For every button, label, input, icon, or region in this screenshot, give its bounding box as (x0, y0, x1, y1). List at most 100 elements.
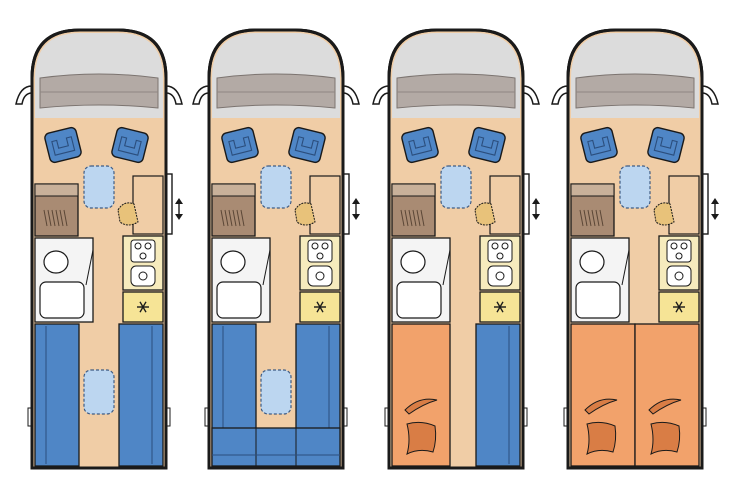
seat-icon (580, 126, 618, 164)
entry-cabinet (489, 175, 521, 235)
pillow-icon (586, 421, 617, 455)
seat-cushion (468, 126, 506, 164)
hanger-line (63, 209, 68, 227)
mirror-icon (522, 85, 540, 105)
step-arrow-down (711, 214, 719, 220)
dashboard (216, 73, 336, 109)
washroom-door (85, 249, 94, 286)
hanger-line (232, 209, 237, 227)
bench-right (118, 323, 164, 467)
washroom-door (262, 249, 271, 286)
seat-cushion (647, 126, 685, 164)
step-arrow-down (532, 214, 540, 220)
pillow-icon (650, 421, 681, 455)
seat-icon (44, 126, 82, 164)
fridge-snowflake (316, 301, 324, 313)
entry-cabinet (309, 175, 341, 235)
seat-detail (294, 136, 319, 156)
hanger-line (59, 209, 64, 227)
seat-cushion (580, 126, 618, 164)
burner (134, 242, 142, 250)
step-arrow-down (175, 214, 183, 220)
seat-cushion (111, 126, 149, 164)
vehicle-outline (30, 28, 168, 470)
burner (501, 242, 509, 250)
blanket-fold (648, 398, 682, 415)
seat-icon (401, 126, 439, 164)
layout-3 (372, 28, 540, 470)
burner (311, 242, 319, 250)
seat-cushion (44, 126, 82, 164)
seat-detail (587, 136, 612, 156)
sink-icon (487, 265, 513, 287)
toilet-icon (220, 250, 246, 274)
hanger-line (579, 209, 584, 227)
hanger-line (420, 209, 425, 227)
fridge-snowflake (496, 301, 504, 313)
fridge-icon (479, 291, 521, 323)
fridge-snowflake (139, 301, 147, 313)
stove-icon (666, 239, 692, 263)
burner (680, 242, 688, 250)
blanket-fold (584, 398, 618, 415)
wardrobe-top (34, 183, 79, 197)
seat-detail (51, 136, 76, 156)
sink-icon (666, 265, 692, 287)
mirror-icon (342, 85, 360, 105)
sink-icon (130, 265, 156, 287)
layout-2 (192, 28, 360, 470)
stove-icon (130, 239, 156, 263)
hanger-line (220, 209, 225, 227)
mirror-icon (165, 85, 183, 105)
vehicle-outline (387, 28, 525, 470)
seat-cushion (288, 126, 326, 164)
seat-detail (408, 136, 433, 156)
vehicle-outline (566, 28, 704, 470)
seat-icon (468, 126, 506, 164)
skylight-icon (83, 369, 115, 415)
wardrobe-top (391, 183, 436, 197)
burner (139, 252, 147, 260)
hanger-line (228, 209, 233, 227)
burner (496, 252, 504, 260)
seat-detail (117, 136, 142, 156)
skylight-icon (83, 165, 115, 209)
wardrobe-top (570, 183, 615, 197)
mirror-icon (192, 85, 210, 105)
seat-icon (111, 126, 149, 164)
bench-left (34, 323, 80, 467)
blanket-fold (404, 398, 438, 415)
entry-step (474, 202, 496, 226)
skylight-icon (260, 369, 292, 415)
entry-step (117, 202, 139, 226)
burner (670, 242, 678, 250)
hanger-line (408, 209, 413, 227)
seat-detail (474, 136, 499, 156)
shower-tray (575, 281, 621, 319)
sink-icon (307, 265, 333, 287)
hanger-line (55, 209, 60, 227)
seat-cushion (221, 126, 259, 164)
hanger-line (236, 209, 241, 227)
hanger-line (51, 209, 56, 227)
hanger-line (595, 209, 600, 227)
vehicle-outline (207, 28, 345, 470)
seat-detail (653, 136, 678, 156)
entry-step (653, 202, 675, 226)
mirror-icon (701, 85, 719, 105)
burner (675, 252, 683, 260)
layout-1 (15, 28, 183, 470)
step-arrow-down (352, 214, 360, 220)
toilet-icon (579, 250, 605, 274)
sink-drain (138, 271, 148, 281)
burner (491, 242, 499, 250)
skylight-icon (619, 165, 651, 209)
burner (144, 242, 152, 250)
burner (316, 252, 324, 260)
hanger-line (583, 209, 588, 227)
hanger-line (599, 209, 604, 227)
hanger-line (416, 209, 421, 227)
hanger-line (43, 209, 48, 227)
step-arrow-up (352, 198, 360, 204)
